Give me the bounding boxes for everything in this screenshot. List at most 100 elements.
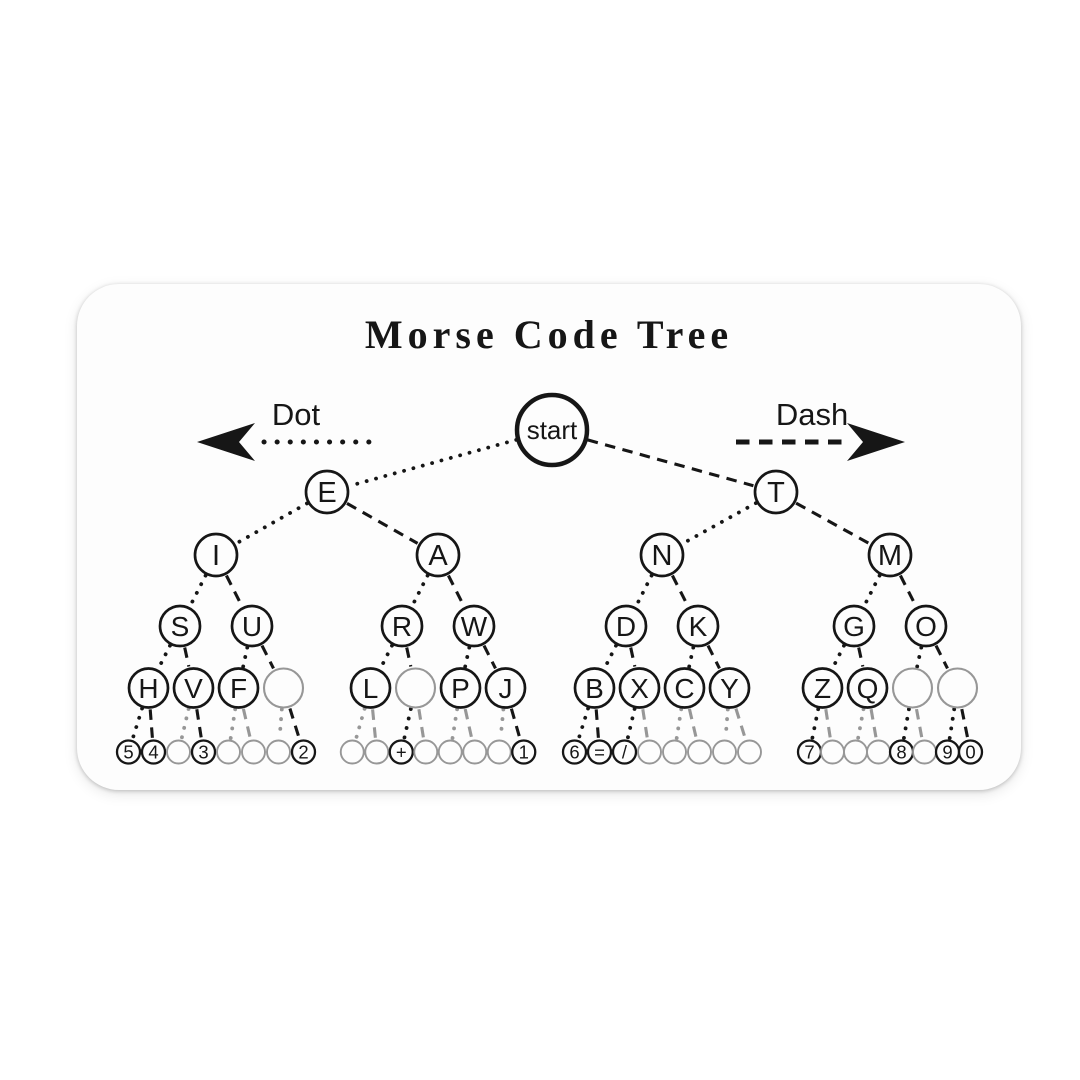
edge-dash [824, 708, 832, 739]
node-circle [462, 739, 488, 765]
node-label: M [878, 540, 902, 572]
edge-dash [960, 708, 970, 739]
node-label: K [689, 611, 708, 642]
edge-dash [857, 647, 865, 667]
node-circle [304, 469, 350, 515]
node-label: / [622, 741, 628, 762]
edge-dash [687, 708, 698, 739]
node-circle [115, 739, 142, 765]
node-label: 1 [519, 741, 529, 762]
node-circle [846, 667, 889, 709]
node-circle [573, 667, 616, 709]
node-label: I [212, 540, 220, 572]
edge-dot [856, 707, 866, 741]
node-label: G [843, 611, 865, 642]
edge-dot [378, 643, 394, 671]
tree-node-+: + [388, 739, 414, 765]
tree-node-0: 0 [957, 739, 984, 765]
edge-dot [602, 643, 618, 671]
node-circle [676, 604, 720, 648]
tree-node-S: S [158, 604, 202, 648]
tree-node-7: 7 [796, 739, 823, 765]
node-circle [380, 604, 424, 648]
node-label: O [915, 611, 937, 642]
node-circle [586, 739, 613, 765]
tree-node-O: O [904, 604, 948, 648]
node-circle [452, 604, 496, 648]
node-label: N [652, 540, 673, 572]
edge-dash [463, 708, 474, 739]
node-circle [349, 667, 392, 709]
tree-node-E: E [304, 469, 350, 515]
edge-dot [674, 707, 684, 741]
tree-node-blank [394, 667, 437, 709]
tree-node-X: X [618, 667, 661, 709]
node-circle [801, 667, 844, 709]
edge-dot [723, 707, 730, 740]
node-label: 8 [896, 741, 906, 762]
tree-node-V: V [172, 667, 215, 709]
node-label: = [594, 741, 605, 762]
node-label: X [630, 673, 649, 704]
node-label: Z [814, 673, 831, 704]
edge-dot [234, 501, 309, 546]
node-label: B [585, 673, 604, 704]
tree-node-2: 2 [290, 739, 317, 765]
edge-dot [947, 707, 957, 741]
node-circle [912, 739, 937, 765]
tree-node-L: L [349, 667, 392, 709]
tree-node-M: M [867, 532, 913, 578]
tree-node-J: J [484, 667, 527, 709]
edge-dot [463, 645, 472, 669]
node-label: L [363, 673, 379, 704]
node-circle [415, 532, 461, 578]
edge-dot [354, 706, 367, 741]
node-circle [364, 739, 390, 765]
node-circle [216, 739, 241, 765]
tree-node-U: U [230, 604, 274, 648]
edge-dash [346, 502, 419, 545]
node-label: 3 [198, 741, 208, 762]
tree-node-=: = [586, 739, 613, 765]
tree-node-blank [241, 739, 266, 765]
node-label: 6 [569, 741, 579, 762]
tree-node-Z: Z [801, 667, 844, 709]
edge-dash [509, 708, 522, 739]
node-circle [662, 739, 687, 765]
tree-node-blank [262, 667, 305, 709]
edge-dot [915, 645, 924, 669]
edge-dot [498, 707, 506, 740]
node-label: S [171, 611, 190, 642]
node-circle [190, 739, 217, 765]
edge-dot [625, 707, 637, 741]
node-circle [936, 667, 979, 709]
node-circle [241, 739, 266, 765]
edge-dot [347, 437, 519, 488]
node-circle [891, 667, 934, 709]
edge-dash [869, 708, 878, 739]
tree-node-blank [843, 739, 868, 765]
tree-node-blank [413, 739, 439, 765]
node-label: 7 [804, 741, 814, 762]
node-label: H [138, 673, 158, 704]
tree-node-blank [637, 739, 662, 765]
edge-dash [260, 644, 275, 670]
tree-node-C: C [663, 667, 706, 709]
legend-dot-arrowhead-left-icon [197, 423, 255, 461]
tree-node-blank [339, 739, 365, 765]
edge-dash [899, 574, 918, 607]
edge-dot [830, 643, 846, 671]
tree-node-G: G [832, 604, 876, 648]
node-label: J [499, 673, 513, 704]
tree-node-4: 4 [140, 739, 167, 765]
node-circle [439, 667, 482, 709]
tree-node-blank [462, 739, 488, 765]
node-label: T [767, 477, 785, 509]
node-label: 0 [965, 741, 975, 762]
edge-dot [680, 501, 758, 546]
node-circle [266, 739, 291, 765]
node-circle [561, 739, 588, 765]
tree-node-blank [687, 739, 712, 765]
node-circle [737, 739, 762, 765]
